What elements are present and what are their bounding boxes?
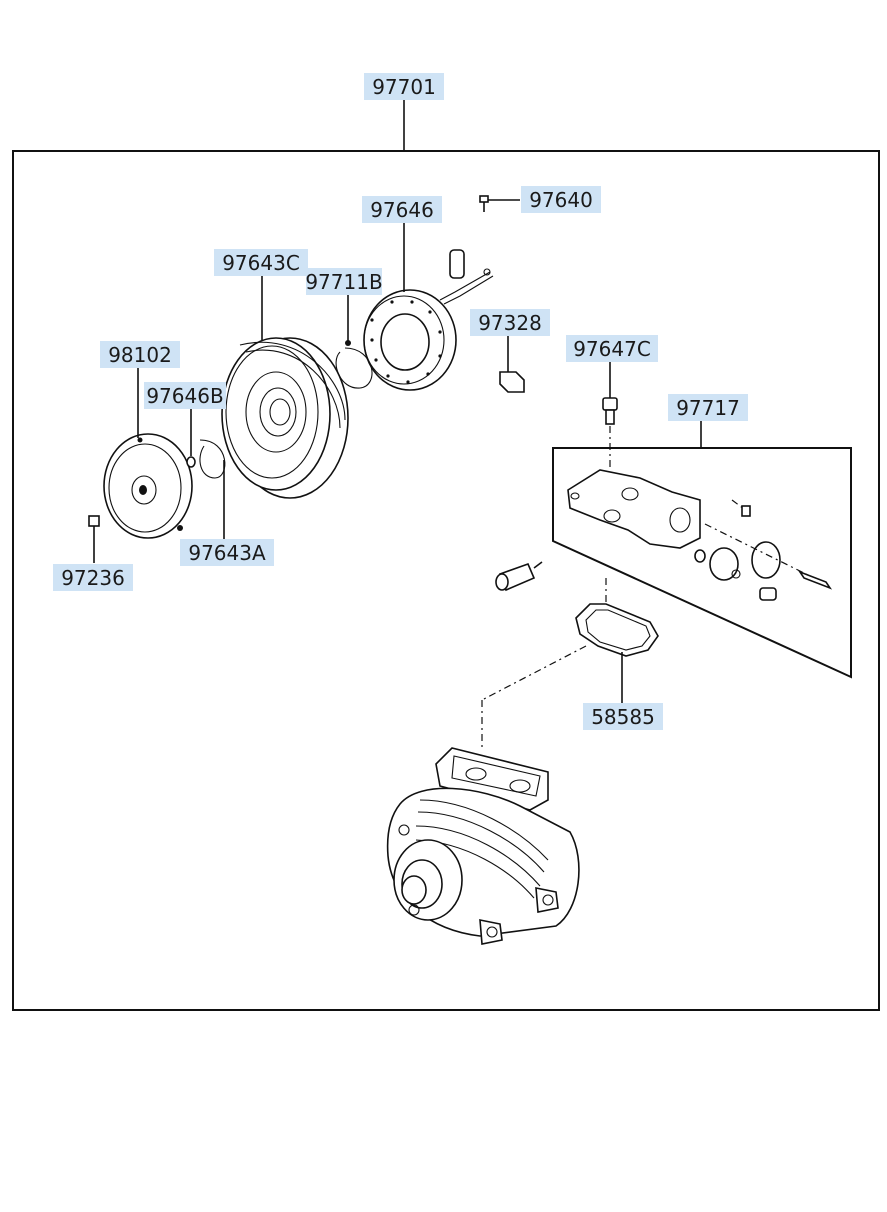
bolt-part <box>88 515 100 527</box>
label-snap-ring-b-text: 97711B <box>305 270 382 294</box>
label-assembly-text: 97701 <box>372 75 436 99</box>
fitting-part <box>495 561 543 592</box>
label-snap-ring-a[interactable]: 97643A <box>180 539 274 566</box>
label-snap-ring-b[interactable]: 97711B <box>305 268 383 295</box>
valve-assembly-parts <box>567 469 833 601</box>
label-bolt-c[interactable]: 97647C <box>566 335 658 362</box>
gasket-part <box>481 578 659 748</box>
label-pressure-plate-text: 98102 <box>108 343 172 367</box>
assembly-frame <box>12 150 880 1011</box>
label-valve-assembly[interactable]: 97717 <box>668 394 748 421</box>
label-bolt-c-text: 97647C <box>573 337 651 361</box>
label-bracket-text: 97328 <box>478 311 542 335</box>
label-shim[interactable]: 97646B <box>144 382 226 409</box>
bracket-part <box>499 371 525 393</box>
label-assembly[interactable]: 97701 <box>364 73 444 100</box>
label-valve-assembly-text: 97717 <box>676 396 740 420</box>
label-gasket-text: 58585 <box>591 705 655 729</box>
label-bracket[interactable]: 97328 <box>470 309 550 336</box>
label-field-coil-text: 97646 <box>370 198 434 222</box>
label-pressure-plate[interactable]: 98102 <box>100 341 180 368</box>
label-pulley[interactable]: 97643C <box>214 249 308 276</box>
label-coil-bolt[interactable]: 97640 <box>521 186 601 213</box>
label-bolt-text: 97236 <box>61 566 125 590</box>
valve-assembly-frame <box>552 447 852 679</box>
snap-ring-a-part <box>199 439 226 479</box>
shim-part <box>186 456 196 468</box>
bolt-c-part <box>602 397 618 470</box>
coil-bolt-part <box>479 195 489 212</box>
label-snap-ring-a-text: 97643A <box>188 541 266 565</box>
label-shim-text: 97646B <box>146 384 223 408</box>
label-field-coil[interactable]: 97646 <box>362 196 442 223</box>
label-gasket[interactable]: 58585 <box>583 703 663 730</box>
compressor-body <box>386 747 580 945</box>
field-coil-part <box>363 249 494 391</box>
pressure-plate-part <box>103 433 193 539</box>
snap-ring-b-part <box>335 347 373 389</box>
pulley-part <box>221 337 349 499</box>
label-pulley-text: 97643C <box>222 251 300 275</box>
label-bolt[interactable]: 97236 <box>53 564 133 591</box>
label-coil-bolt-text: 97640 <box>529 188 593 212</box>
